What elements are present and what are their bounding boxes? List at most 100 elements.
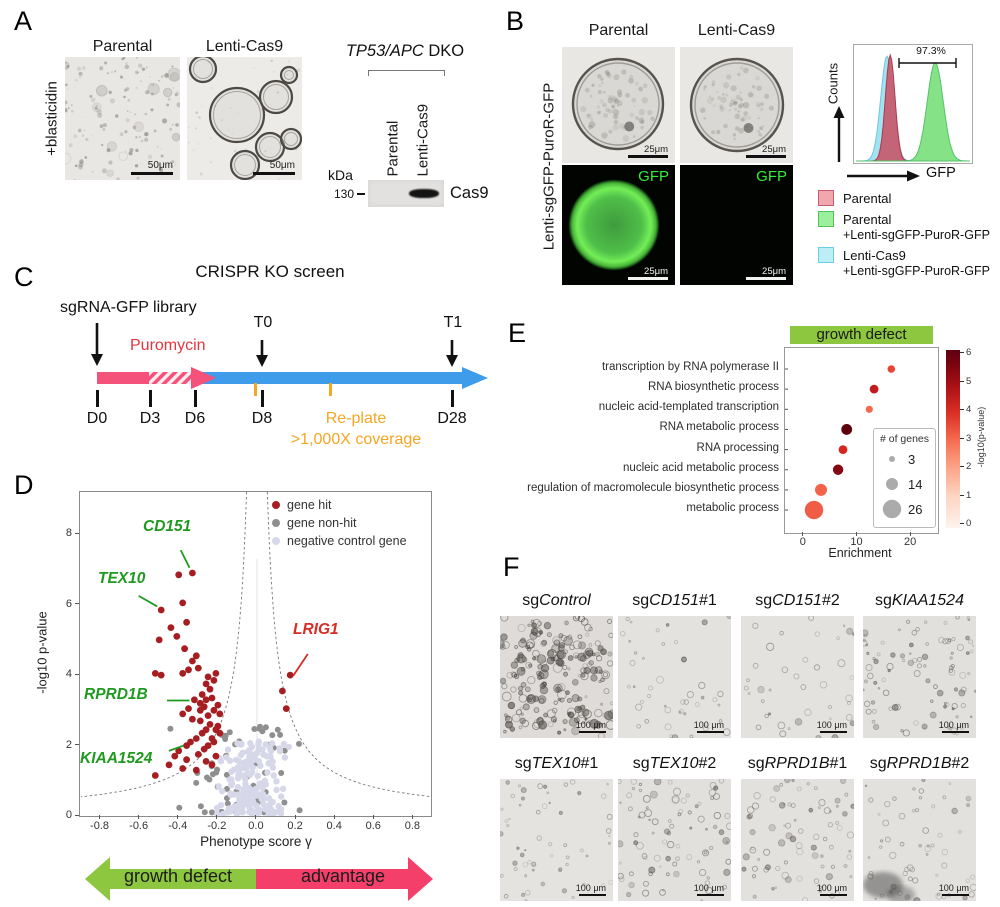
microscopy-canvas (562, 165, 675, 285)
blot-title: TP53/APC DKO (325, 42, 485, 61)
blot-lane-bracket (368, 70, 445, 76)
tile-label-sgtex10#2: sgTEX10#2 (610, 755, 739, 773)
tile-label-suffix: #2 (951, 755, 970, 772)
colorbar-tick (960, 437, 964, 439)
phenotype-direction-arrow (83, 855, 435, 903)
day-label-d0: D0 (86, 410, 108, 427)
tile-label-gene: KIAA1524 (891, 592, 964, 609)
micrograph-lenticas9-brightfield: 25μm (680, 47, 793, 163)
volcano-legend-item: negative control gene (272, 534, 407, 548)
flow-histogram (853, 44, 973, 164)
colorbar-label: -log10(p-value) (976, 406, 986, 468)
x-tick-label: -0.6 (129, 820, 149, 832)
scale-bar-label: 50μm (269, 159, 295, 171)
panel-a-side-label: +blasticidin (43, 81, 61, 156)
y-tick-label: 2 (65, 738, 72, 751)
go-term-dot (832, 464, 844, 475)
scale-bar (131, 171, 173, 175)
blot-marker-130: 130 (334, 187, 355, 201)
go-term-label: nucleic acid-templated transcription (598, 401, 779, 414)
colorbar-tick-label: 2 (966, 461, 972, 472)
micrograph-sgkiaa1524: 100 μm (863, 616, 976, 738)
microscopy-canvas (562, 47, 675, 163)
legend-swatch-parental-sggfp (818, 211, 834, 227)
dotplot-x-tick (855, 532, 857, 536)
scale-bar-label: 25μm (762, 143, 786, 155)
dotplot-x-tick-label: 20 (904, 536, 917, 548)
x-tick-label: -0.2 (207, 820, 227, 832)
puromycin-label: Puromycin (130, 337, 206, 354)
tile-label-sgkiaa1524: sgKIAA1524 (855, 592, 984, 610)
colorbar-tick (960, 494, 964, 496)
tick-d3 (149, 390, 152, 407)
scale-bar (746, 155, 786, 158)
gene-leader-line (168, 744, 184, 752)
panel-a-col1-header: Parental (92, 38, 153, 55)
gene-callout-lrig1: LRIG1 (293, 621, 339, 638)
counts-axis-arrow-icon (833, 106, 845, 162)
tile-label-suffix: #2 (821, 592, 840, 609)
scale-bar-label: 100 μm (693, 882, 724, 893)
flow-series (856, 53, 970, 162)
legend-dot-icon (272, 501, 280, 509)
flow-y-axis-label: Counts (825, 62, 841, 105)
colorbar-tick (960, 380, 964, 382)
volcano-y-axis-label: -log10 p-value (34, 611, 50, 694)
panel-c-label: C (14, 262, 34, 292)
panel-e-label: E (508, 318, 527, 348)
colorbar-tick-label: 1 (966, 489, 972, 501)
blot-band-label: Cas9 (450, 184, 489, 202)
tile-label-gene: RPRD1B (886, 755, 952, 772)
direction-arrow-canvas (85, 857, 433, 901)
scale-bar-label: 100 μm (575, 882, 606, 893)
dotplot-header: growth defect (790, 326, 933, 344)
tile-label-gene: TEX10 (649, 755, 699, 772)
microscopy-canvas (741, 779, 854, 901)
size-legend-title: # of genes (879, 433, 930, 445)
panel-b-label: B (506, 6, 525, 36)
volcano-canvas (80, 492, 431, 816)
replate-tick-2 (329, 383, 332, 396)
colorbar-tick-label: 5 (966, 375, 972, 387)
tick-d8 (261, 390, 264, 407)
dotplot-x-axis-label: Enrichment (828, 546, 892, 560)
colorbar-tick-label: 0 (966, 518, 972, 529)
scale-bar-label: 100 μm (938, 719, 969, 730)
micrograph-sgrprd1b-2: 100 μm (863, 779, 976, 901)
micrograph-sgcd151-1: 100 μm (618, 616, 731, 738)
tile-label-prefix: sg (875, 592, 892, 609)
scale-bar-label: 50μm (147, 159, 173, 171)
gene-leader-line (292, 653, 309, 677)
tile-label-prefix: sg (522, 592, 540, 609)
blot-kda-label: kDa (328, 167, 353, 183)
tile-label-gene: CD151 (772, 592, 822, 609)
volcano-plot (79, 491, 432, 817)
micrograph-parental-brightfield: 25μm (562, 47, 675, 163)
tile-label-sgcd151#2: sgCD151#2 (733, 592, 862, 610)
scale-bar-label: 25μm (644, 143, 668, 155)
legend-label-parental: Parental (843, 191, 892, 206)
scale-bar (628, 277, 668, 280)
go-term-label: RNA biosynthetic process (647, 381, 779, 394)
scale-bar (579, 893, 606, 896)
tile-label-suffix: #1 (829, 755, 848, 772)
scale-bar-label: 100 μm (693, 719, 724, 730)
tile-label-gene: CD151 (649, 592, 699, 609)
go-term-dot (869, 384, 879, 394)
dotplot-canvas (785, 365, 896, 520)
gene-hit-points (151, 569, 294, 779)
growth-defect-label: growth defect (123, 866, 233, 886)
y-tick (75, 673, 79, 675)
gfp-tag: GFP (638, 168, 669, 185)
volcano-legend-item: gene non-hit (272, 516, 407, 530)
gfp-tag: GFP (756, 168, 787, 185)
tile-label-prefix: sg (514, 755, 532, 772)
gene-leader-line (179, 549, 191, 569)
microscopy-canvas (65, 57, 180, 180)
gene-callout-rprd1b: RPRD1B (84, 686, 148, 703)
microscopy-canvas (863, 779, 976, 901)
x-tick (216, 815, 218, 819)
micrograph-lenticas9-blasticidin: 50μm (187, 57, 302, 180)
